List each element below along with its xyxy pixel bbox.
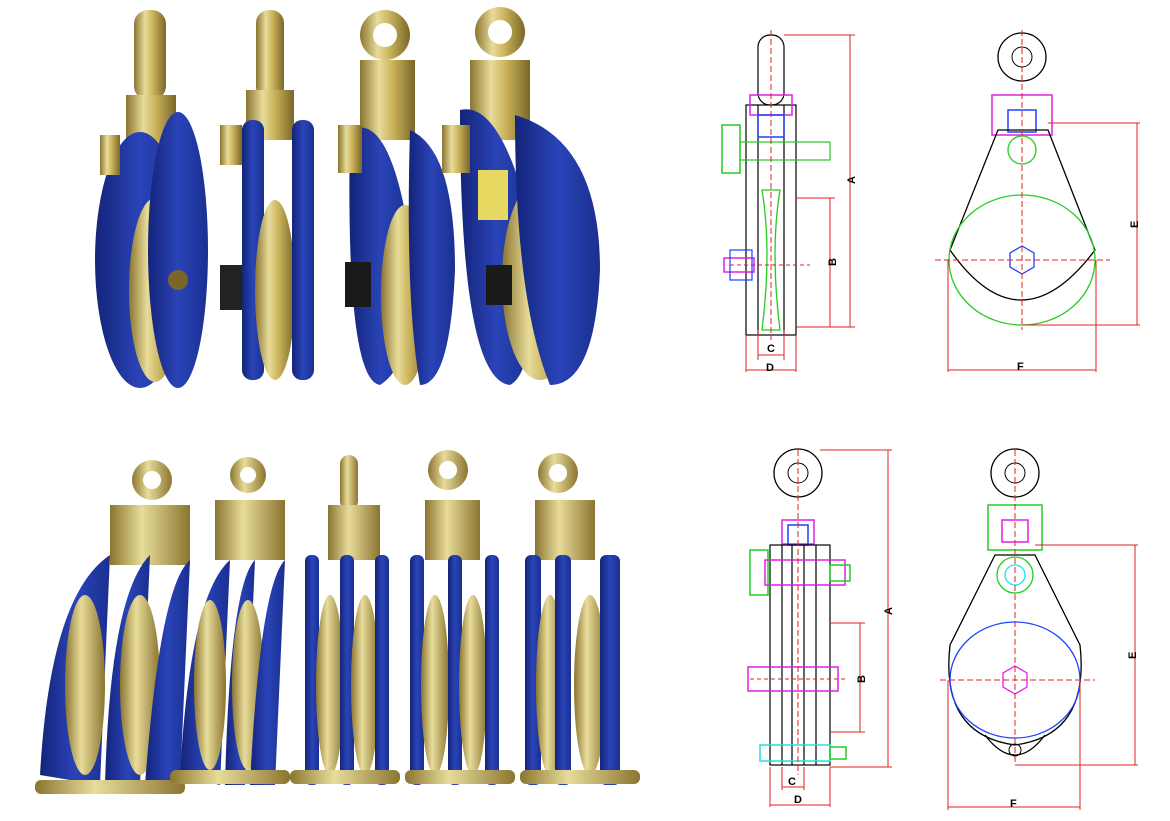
dim-label-b: B [856,675,868,683]
dim-label-d: D [794,794,802,806]
dim-label-a: A [846,176,858,184]
dim-label-c: C [767,343,775,355]
top-side-view-drawing: A B C D [721,30,858,374]
dim-label-c: C [788,776,796,788]
single-block-4 [442,7,600,385]
double-block-3 [290,455,400,785]
dim-label-a: A [883,607,895,615]
dim-label-f: F [1017,361,1024,373]
dim-label-e: E [1129,221,1141,228]
single-sheave-blocks-photo [95,7,600,388]
single-block-1 [95,10,208,388]
bottom-front-view-drawing: E F [940,448,1139,810]
dim-label-d: D [766,362,774,374]
dim-label-b: B [827,258,839,266]
dim-label-f: F [1010,798,1017,810]
double-block-1 [35,460,190,794]
double-sheave-blocks-photo [35,450,640,794]
double-block-4 [405,450,515,785]
bottom-side-view-drawing: A B C D [747,448,895,807]
single-block-3 [338,10,455,385]
double-block-5 [520,453,640,785]
dim-label-e: E [1127,652,1139,659]
double-block-2 [170,457,290,785]
single-block-2 [220,10,314,380]
top-front-view-drawing: E F [935,30,1141,373]
